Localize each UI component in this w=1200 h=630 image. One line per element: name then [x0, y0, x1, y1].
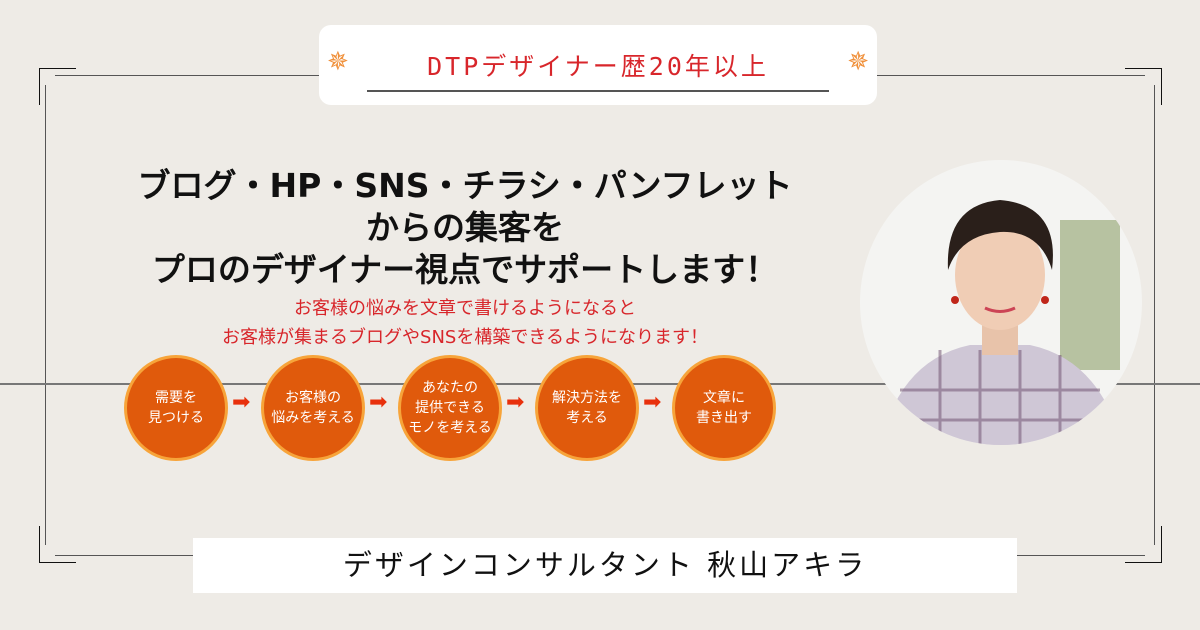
frame-top-right-line: [877, 75, 1145, 76]
headline: ブログ・HP・SNS・チラシ・パンフレット からの集客を プロのデザイナー視点で…: [60, 165, 870, 291]
frame-bottom-left-line: [55, 555, 193, 556]
step-circle: お客様の 悩みを考える: [261, 355, 365, 461]
frame-left-line: [45, 85, 46, 545]
arrow-right-icon: ➡: [506, 390, 525, 415]
sparkle-star-icon: ✵: [327, 47, 349, 77]
subtext: お客様の悩みを文章で書けるようになると お客様が集まるブログやSNSを構築できる…: [110, 294, 820, 352]
arrow-right-icon: ➡: [232, 390, 251, 415]
sparkle-star-icon: ✵: [847, 47, 869, 77]
step-circle: あなたの 提供できる モノを考える: [398, 355, 502, 461]
frame-top-left-line: [55, 75, 319, 76]
step-circle: 需要を 見つける: [124, 355, 228, 461]
frame-right-line: [1154, 85, 1155, 545]
profile-photo: [860, 160, 1142, 445]
corner-bracket-tr: [1125, 68, 1162, 105]
step-circle: 解決方法を 考える: [535, 355, 639, 461]
headline-line3: プロのデザイナー視点でサポートします！: [151, 250, 779, 289]
experience-badge: ✵ DTPデザイナー歴20年以上 ✵: [319, 25, 877, 105]
arrow-right-icon: ➡: [643, 390, 662, 415]
subtext-line1: お客様の悩みを文章で書けるようになると: [294, 298, 636, 319]
badge-underline: [367, 90, 829, 92]
arrow-right-icon: ➡: [369, 390, 388, 415]
step-circle: 文章に 書き出す: [672, 355, 776, 461]
corner-bracket-tl: [39, 68, 76, 105]
headline-line2: からの集客を: [366, 208, 564, 247]
corner-bracket-bl: [39, 526, 76, 563]
subtext-line2: お客様が集まるブログやSNSを構築できるようになります！: [222, 327, 708, 348]
headline-line1: ブログ・HP・SNS・チラシ・パンフレット: [137, 166, 793, 205]
consultant-name: デザインコンサルタント 秋山アキラ: [193, 538, 1017, 593]
frame-bottom-right-line: [1017, 555, 1145, 556]
badge-text: DTPデザイナー歴20年以上: [427, 52, 769, 81]
corner-bracket-br: [1125, 526, 1162, 563]
